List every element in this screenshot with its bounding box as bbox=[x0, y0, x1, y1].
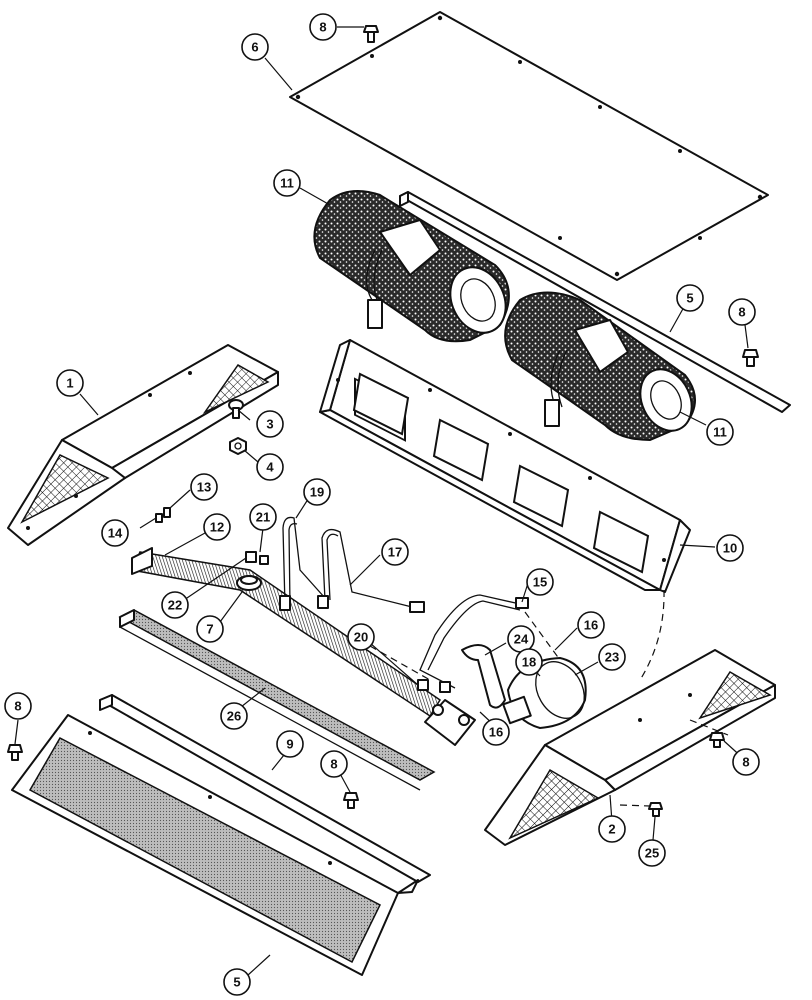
svg-text:15: 15 bbox=[533, 575, 547, 590]
svg-text:3: 3 bbox=[266, 417, 273, 432]
callout-23: 23 bbox=[598, 643, 626, 671]
callout-8: 8 bbox=[4, 692, 32, 720]
callout-20: 20 bbox=[347, 623, 375, 651]
svg-text:17: 17 bbox=[388, 545, 402, 560]
svg-text:16: 16 bbox=[489, 725, 503, 740]
svg-text:7: 7 bbox=[206, 622, 213, 637]
blower-housing-panel bbox=[319, 339, 691, 593]
callout-1: 1 bbox=[56, 369, 84, 397]
valve-plate bbox=[417, 679, 476, 746]
callout-14: 14 bbox=[101, 519, 129, 547]
seal-strip bbox=[118, 609, 436, 791]
top-cover-plate bbox=[289, 11, 769, 281]
fittings bbox=[245, 551, 269, 565]
callout-8: 8 bbox=[309, 13, 337, 41]
callout-19: 19 bbox=[303, 478, 331, 506]
blower-wheel-left bbox=[313, 190, 510, 343]
callout-5: 5 bbox=[223, 968, 251, 996]
callout-22: 22 bbox=[161, 591, 189, 619]
svg-text:26: 26 bbox=[227, 709, 241, 724]
clip-screw bbox=[155, 507, 171, 523]
callout-17: 17 bbox=[381, 538, 409, 566]
callout-8: 8 bbox=[728, 298, 756, 326]
callout-18: 18 bbox=[515, 648, 543, 676]
svg-text:2: 2 bbox=[608, 822, 615, 837]
nut bbox=[229, 437, 247, 455]
callout-6: 6 bbox=[241, 33, 269, 61]
right-side-bracket bbox=[484, 649, 776, 846]
svg-text:13: 13 bbox=[197, 480, 211, 495]
svg-text:20: 20 bbox=[354, 630, 368, 645]
svg-text:8: 8 bbox=[742, 755, 749, 770]
svg-text:8: 8 bbox=[14, 699, 21, 714]
callout-5: 5 bbox=[676, 284, 704, 312]
callout-11: 11 bbox=[273, 169, 301, 197]
alignment-lines bbox=[369, 589, 729, 807]
callout-11: 11 bbox=[706, 418, 734, 446]
svg-text:14: 14 bbox=[108, 526, 123, 541]
svg-text:8: 8 bbox=[319, 20, 326, 35]
svg-text:11: 11 bbox=[713, 425, 727, 440]
front-grille-panel bbox=[11, 714, 419, 976]
callout-10: 10 bbox=[716, 534, 744, 562]
screw-25 bbox=[648, 802, 663, 817]
motor-bracket bbox=[461, 644, 506, 709]
svg-text:16: 16 bbox=[584, 618, 598, 633]
screw-strip bbox=[742, 349, 759, 367]
callout-15: 15 bbox=[526, 568, 554, 596]
mounting-strip-top bbox=[399, 191, 791, 413]
svg-text:21: 21 bbox=[256, 510, 270, 525]
callout-8: 8 bbox=[732, 748, 760, 776]
svg-text:9: 9 bbox=[286, 737, 293, 752]
callout-25: 25 bbox=[638, 839, 666, 867]
svg-text:25: 25 bbox=[645, 846, 659, 861]
callout-13: 13 bbox=[190, 473, 218, 501]
svg-text:19: 19 bbox=[310, 485, 324, 500]
callout-16: 16 bbox=[482, 718, 510, 746]
callout-16: 16 bbox=[577, 611, 605, 639]
blower-wheel-right bbox=[504, 291, 696, 442]
bolt bbox=[228, 399, 244, 419]
front-strip bbox=[99, 694, 431, 883]
svg-text:8: 8 bbox=[330, 757, 337, 772]
tube-19 bbox=[279, 516, 326, 611]
callout-8: 8 bbox=[320, 750, 348, 778]
svg-text:23: 23 bbox=[605, 650, 619, 665]
svg-text:11: 11 bbox=[280, 176, 294, 191]
callout-24: 24 bbox=[507, 625, 535, 653]
screw-right bbox=[709, 732, 725, 748]
svg-text:22: 22 bbox=[168, 598, 182, 613]
svg-text:5: 5 bbox=[686, 291, 693, 306]
callout-26: 26 bbox=[220, 702, 248, 730]
screw-front bbox=[343, 792, 359, 809]
left-side-bracket bbox=[7, 344, 279, 546]
callout-2: 2 bbox=[598, 815, 626, 843]
tube-17 bbox=[317, 528, 425, 613]
callout-7: 7 bbox=[196, 615, 224, 643]
callout-21: 21 bbox=[249, 503, 277, 531]
svg-text:5: 5 bbox=[233, 975, 240, 990]
svg-text:6: 6 bbox=[251, 40, 258, 55]
svg-text:12: 12 bbox=[210, 520, 224, 535]
svg-text:4: 4 bbox=[266, 460, 274, 475]
callout-4: 4 bbox=[256, 453, 284, 481]
callout-3: 3 bbox=[256, 410, 284, 438]
svg-text:1: 1 bbox=[66, 376, 73, 391]
tube-15 bbox=[419, 594, 529, 689]
svg-text:8: 8 bbox=[738, 305, 745, 320]
heater-core bbox=[130, 547, 442, 718]
screw-top bbox=[363, 25, 379, 43]
callout-12: 12 bbox=[203, 513, 231, 541]
grommet bbox=[236, 575, 262, 591]
callout-9: 9 bbox=[276, 730, 304, 758]
svg-text:24: 24 bbox=[514, 632, 529, 647]
svg-text:10: 10 bbox=[723, 541, 737, 556]
svg-text:18: 18 bbox=[522, 655, 536, 670]
screw-left bbox=[7, 744, 23, 761]
